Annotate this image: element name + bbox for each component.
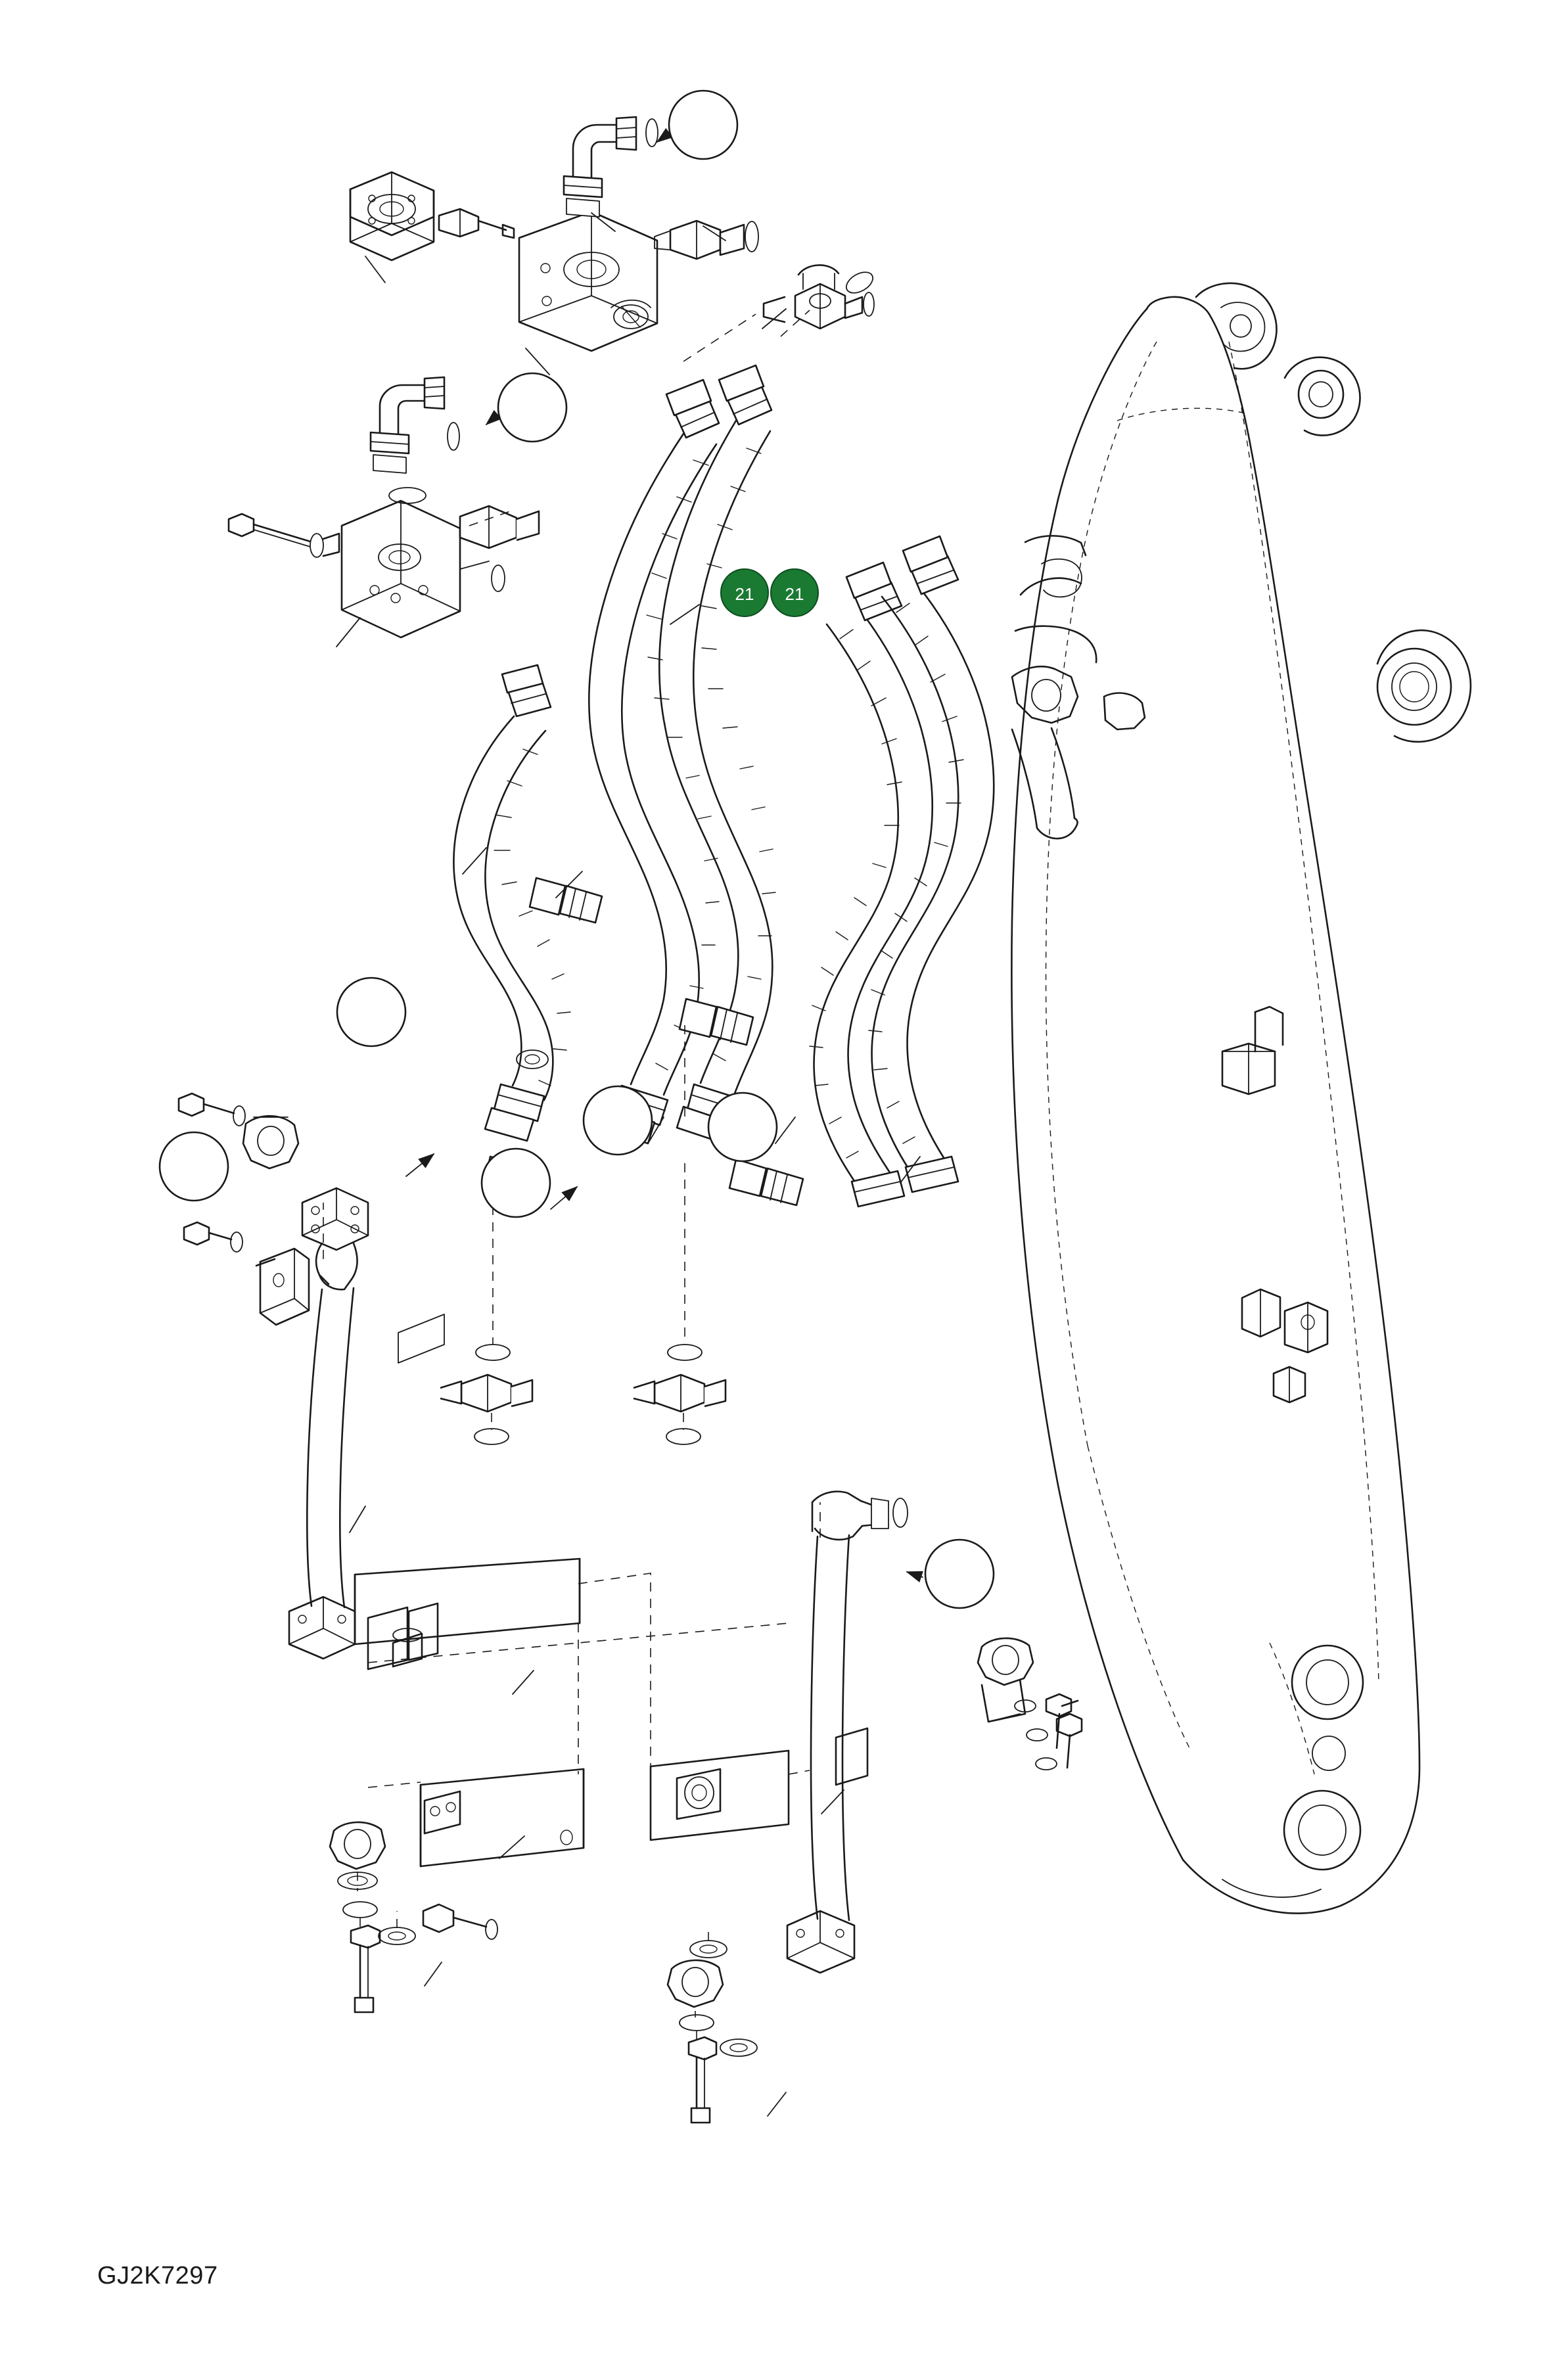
leader-lines [164,127,924,2117]
lower-left-valve-block-assembly [227,376,540,639]
left-pipe-bracket-assembly [177,1092,445,1660]
callout-21-right[interactable]: 21 [770,568,819,617]
balloon-markers [158,89,995,1609]
drawing-code-label: GJ2K7297 [97,2262,218,2290]
lower-left-plate-assembly [329,1557,585,2014]
upper-valve-block-assembly [349,116,875,352]
highlight-callouts[interactable]: 21 21 [720,568,819,617]
callout-right-label: 21 [785,584,804,604]
assembly-dashed-lines [323,310,821,2041]
boom-outline-group [1011,282,1472,1914]
lower-center-clamp-assembly [649,1749,790,2124]
hydraulic-hose-group [453,364,995,1208]
callout-21-left[interactable]: 21 [720,568,769,617]
callout-left-label: 21 [735,584,754,604]
right-vertical-pipe-assembly [786,1490,1083,1974]
mid-fittings-group [440,1025,727,1445]
